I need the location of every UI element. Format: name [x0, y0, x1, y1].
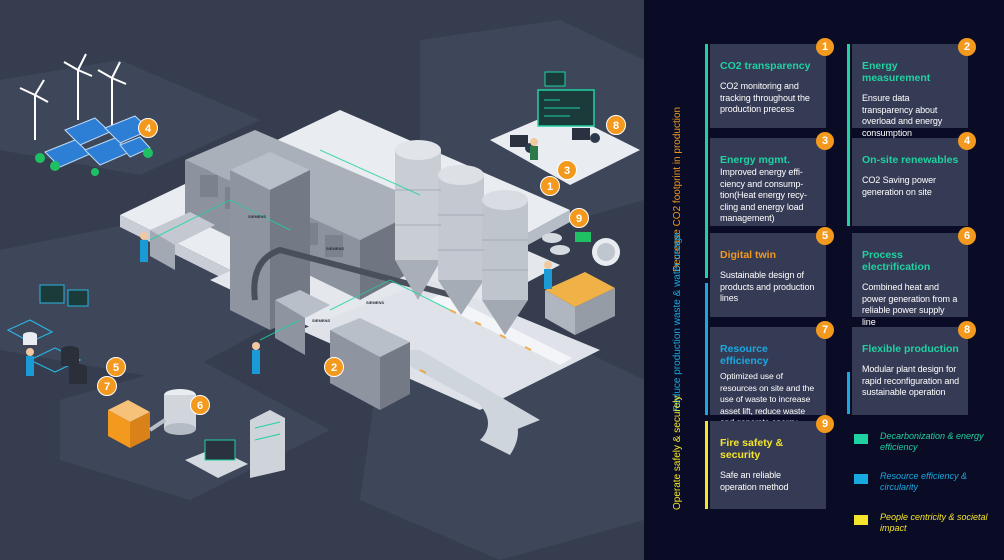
card-energy-mgmt[interactable]: Energy mgmt. Improved energy effi-ciency… — [710, 138, 826, 226]
card-title: Fire safety & security — [720, 437, 784, 461]
card-badge-3: 3 — [816, 132, 834, 150]
card-description: Improved energy effi-ciency and consump-… — [720, 167, 807, 223]
bar-decarb-left — [705, 44, 708, 278]
card-title: Process electrification — [862, 249, 931, 273]
card-badge-5: 5 — [816, 227, 834, 245]
bar-resource-left — [705, 283, 708, 415]
card-description: Modular plant design for rapid reconfigu… — [862, 364, 960, 397]
machine-sign: SIEMENS — [312, 318, 331, 323]
card-title: Energy mgmt. — [720, 154, 791, 166]
card-description: CO2 monitoring and tracking throughout t… — [720, 81, 810, 114]
card-badge-8: 8 — [958, 321, 976, 339]
bar-resource-right — [847, 372, 850, 414]
legend-swatch-resource — [854, 474, 868, 484]
legend-label-resource: Resource efficiency & circularity — [880, 471, 968, 492]
card-description: Sustainable design of products and produ… — [720, 270, 815, 303]
machine-sign: SIEMENS — [366, 300, 385, 305]
card-title: CO2 transparency — [720, 60, 811, 72]
scene-badge-5[interactable]: 5 — [106, 357, 126, 377]
card-badge-7: 7 — [816, 321, 834, 339]
card-description: Combined heat and power generation from … — [862, 282, 958, 327]
card-title: Flexible production — [862, 343, 959, 355]
card-co2-transparency[interactable]: CO2 transparency CO2 monitoring and trac… — [710, 44, 826, 128]
category-label-safety: Operate safely & securely — [672, 395, 683, 511]
scene-badge-4[interactable]: 4 — [138, 118, 158, 138]
card-process-electrification[interactable]: Process electrification Combined heat an… — [852, 233, 968, 327]
legend-label-decarbonization: Decarbonization & energy efficiency — [880, 431, 984, 452]
machine-sign: SIEMENS — [326, 246, 345, 251]
legend-label-people: People centricity & societal impact — [880, 512, 988, 533]
card-description: Optimized use of resources on site and t… — [720, 371, 814, 427]
category-label-waste: Reduce production waste & water usage — [672, 232, 683, 412]
factory-illustration: SIEMENS SIEMENS SIEMENS SIEMENS 1 2 3 4 … — [0, 0, 644, 560]
scene-badge-8[interactable]: 8 — [606, 115, 626, 135]
card-description: CO2 Saving power generation on site — [862, 175, 936, 197]
card-badge-1: 1 — [816, 38, 834, 56]
machine-sign: SIEMENS — [248, 214, 267, 219]
scene-badge-1[interactable]: 1 — [540, 176, 560, 196]
card-energy-measurement[interactable]: Energy measurement Ensure data transpare… — [852, 44, 968, 138]
card-badge-2: 2 — [958, 38, 976, 56]
legend-swatch-people — [854, 515, 868, 525]
card-title: Energy measurement — [862, 60, 931, 84]
card-fire-safety[interactable]: Fire safety & security Safe an reliable … — [710, 421, 826, 509]
card-title: On-site renewables — [862, 154, 959, 166]
bar-decarb-right — [847, 44, 850, 226]
factory-scene-svg — [6, 53, 640, 478]
scene-badge-3[interactable]: 3 — [557, 160, 577, 180]
card-badge-4: 4 — [958, 132, 976, 150]
card-badge-9: 9 — [816, 415, 834, 433]
legend-swatch-decarbonization — [854, 434, 868, 444]
card-digital-twin[interactable]: Digital twin Sustainable design of produ… — [710, 233, 826, 317]
bar-people-left — [705, 421, 708, 509]
card-flexible-production[interactable]: Flexible production Modular plant design… — [852, 327, 968, 415]
card-title: Resource efficiency — [720, 343, 769, 367]
scene-badge-7[interactable]: 7 — [97, 376, 117, 396]
scene-badge-2[interactable]: 2 — [324, 357, 344, 377]
card-badge-6: 6 — [958, 227, 976, 245]
card-on-site-renewables[interactable]: On-site renewables CO2 Saving power gene… — [852, 138, 968, 226]
scene-badge-6[interactable]: 6 — [190, 395, 210, 415]
sustainability-panel: Decrease CO2 footprint in production Red… — [644, 0, 1004, 560]
card-resource-efficiency[interactable]: Resource efficiency Optimized use of res… — [710, 327, 826, 427]
card-description: Safe an reliable operation method — [720, 470, 789, 492]
card-title: Digital twin — [720, 249, 776, 261]
card-description: Ensure data transparency about overload … — [862, 93, 943, 138]
scene-badge-9[interactable]: 9 — [569, 208, 589, 228]
